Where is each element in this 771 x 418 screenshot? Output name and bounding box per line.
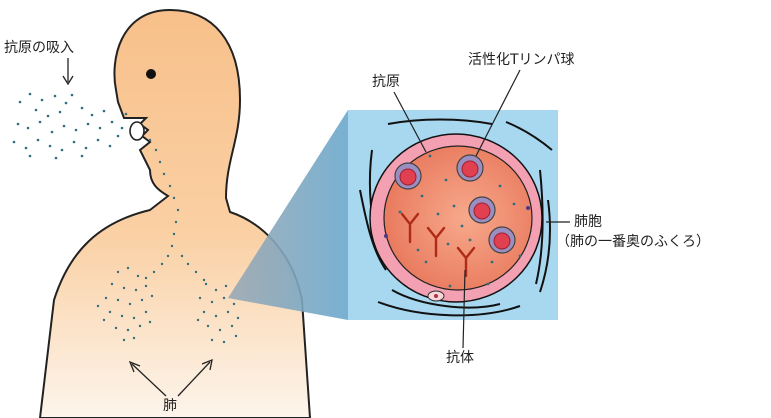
human-body (40, 10, 310, 418)
activated-t-cell-icon (395, 163, 421, 189)
alveolus-note-label: （肺の一番奥のふくろ） (556, 234, 710, 250)
activated-t-cell-icon (489, 227, 515, 253)
antigen-inhalation-label: 抗原の吸入 (4, 40, 74, 56)
activated-t-cell-icon (457, 155, 483, 181)
activated-t-lymphocyte-label: 活性化Tリンパ球 (468, 52, 575, 68)
magnification-beam (228, 110, 348, 320)
inhaled-antigen-particles (13, 93, 128, 160)
inhalation-arrow (63, 58, 73, 84)
lung-label: 肺 (163, 398, 177, 414)
alveolus-label: 肺胞 (574, 214, 602, 230)
activated-t-cell-icon (469, 197, 495, 223)
antibody-label: 抗体 (446, 350, 474, 366)
mouth-icon (130, 122, 144, 140)
antigen-label: 抗原 (372, 74, 400, 90)
eye-icon (146, 69, 156, 79)
